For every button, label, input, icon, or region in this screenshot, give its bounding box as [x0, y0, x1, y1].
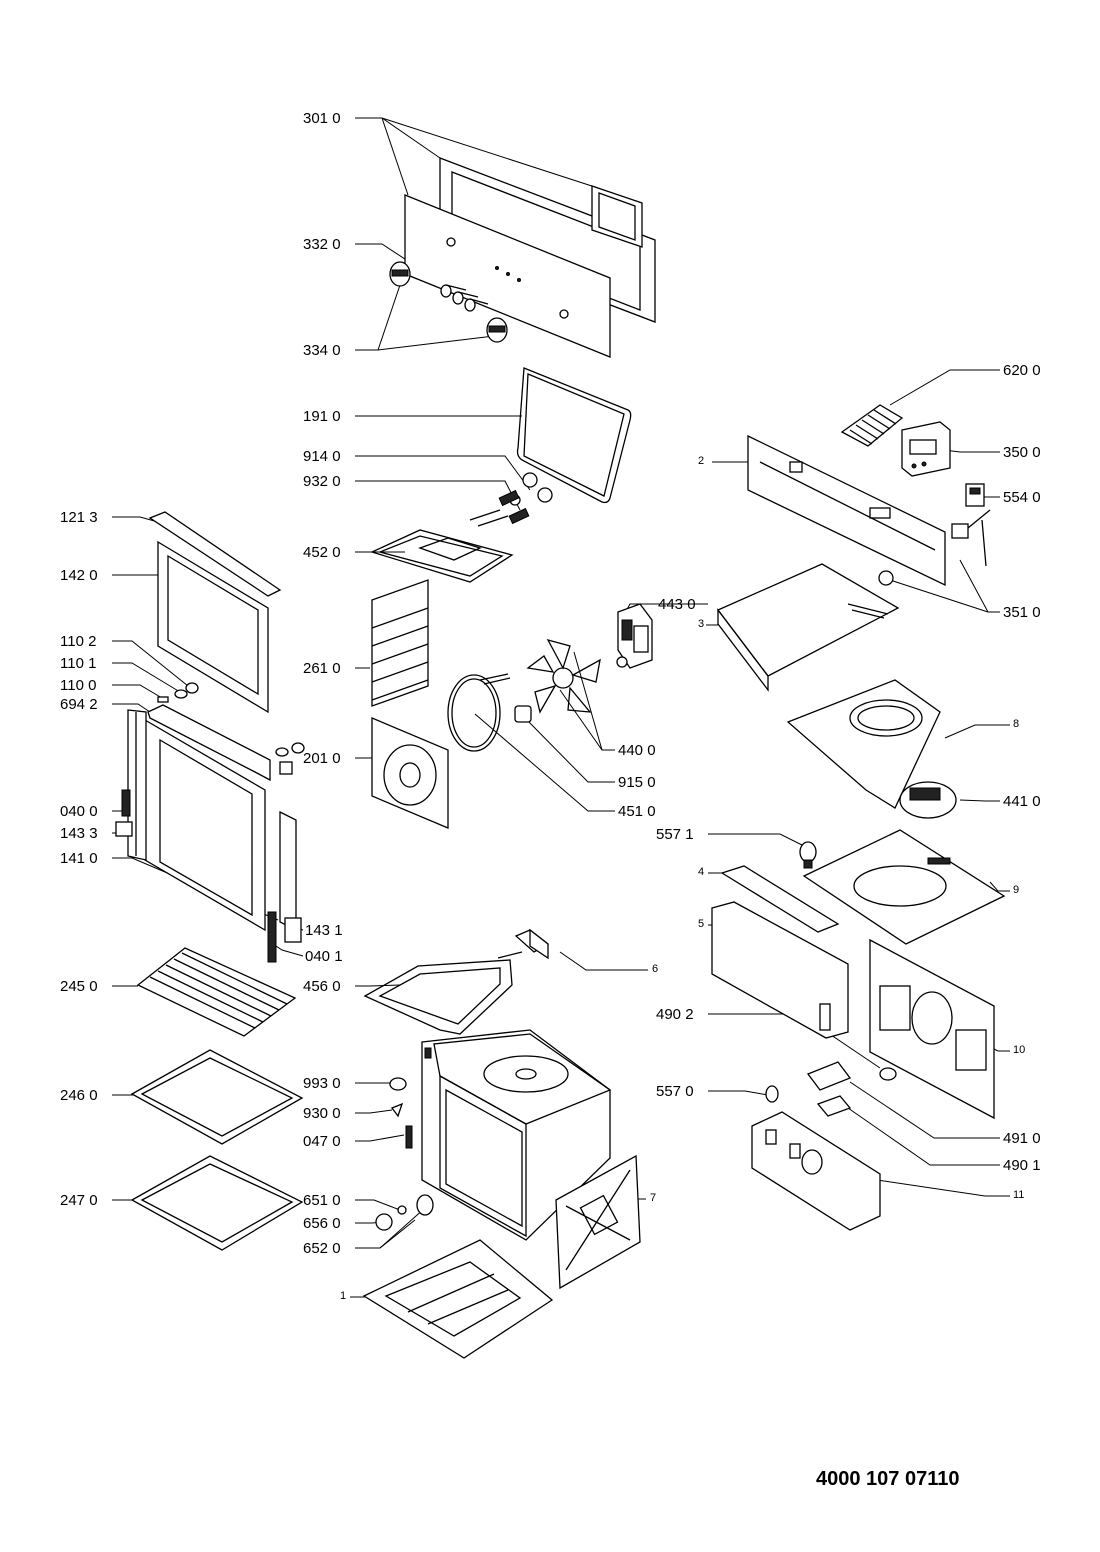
label-1: 1 — [340, 1290, 347, 1302]
label-620-0: 620 0 — [1003, 362, 1041, 379]
label-201-0: 201 0 — [303, 750, 341, 767]
part-452-0-grill-element — [370, 509, 514, 583]
part-191-0-gasket — [516, 367, 632, 504]
part-351-0-thermostat — [878, 509, 991, 586]
part-6-bracket — [514, 928, 550, 960]
label-5: 5 — [698, 918, 705, 930]
part-554-0-selector-switch — [965, 483, 985, 507]
label-694-2: 694 2 — [60, 696, 98, 713]
label-452-0: 452 0 — [303, 544, 341, 561]
label-9: 9 — [1013, 884, 1020, 896]
label-245-0: 245 0 — [60, 978, 98, 995]
label-8: 8 — [1013, 718, 1020, 730]
part-8-fan-housing — [786, 679, 941, 809]
part-2-control-bracket — [747, 434, 946, 587]
part-201-0-back-panel — [371, 717, 449, 829]
label-334-0: 334 0 — [303, 342, 341, 359]
part-440-0-fan-blade — [526, 638, 601, 714]
part-441-0-motor — [899, 781, 957, 819]
label-656-0: 656 0 — [303, 1215, 341, 1232]
label-143-1: 143 1 — [305, 922, 343, 939]
label-351-0: 351 0 — [1003, 604, 1041, 621]
label-451-0: 451 0 — [618, 803, 656, 820]
label-930-0: 930 0 — [303, 1105, 341, 1122]
label-490-2: 490 2 — [656, 1006, 694, 1023]
label-490-1: 490 1 — [1003, 1157, 1041, 1174]
label-651-0: 651 0 — [303, 1192, 341, 1209]
part-9-top-plate — [802, 829, 1006, 945]
label-915-0: 915 0 — [618, 774, 656, 791]
part-350-0-timer — [901, 421, 951, 477]
label-11: 11 — [1013, 1189, 1025, 1201]
part-915-0-nut — [514, 705, 532, 723]
label-3: 3 — [698, 618, 705, 630]
part-1-bottom-plate — [362, 1239, 554, 1359]
part-557-0-thermal-cutout — [765, 1085, 779, 1103]
part-3-cover — [716, 563, 900, 692]
label-261-0: 261 0 — [303, 660, 341, 677]
part-451-0-circular-element — [447, 673, 511, 752]
label-143-3: 143 3 — [60, 825, 98, 842]
label-142-0: 142 0 — [60, 567, 98, 584]
label-993-0: 993 0 — [303, 1075, 341, 1092]
part-4-strip — [720, 865, 840, 933]
part-261-0-side-runners — [371, 579, 429, 707]
oven-cavity — [421, 1029, 612, 1241]
part-456-0-lower-element — [363, 951, 523, 1035]
label-2: 2 — [698, 455, 705, 467]
document-number: 4000 107 07110 — [816, 1468, 960, 1490]
part-620-0-terminal-block — [840, 404, 904, 447]
label-440-0: 440 0 — [618, 742, 656, 759]
label-110-2: 110 2 — [60, 633, 97, 650]
label-491-0: 491 0 — [1003, 1130, 1041, 1147]
part-557-1-thermal-cutout — [799, 841, 817, 869]
part-914-932-bushings — [498, 472, 553, 525]
label-121-3: 121 3 — [60, 509, 98, 526]
label-247-0: 247 0 — [60, 1192, 98, 1209]
label-557-0: 557 0 — [656, 1083, 694, 1100]
part-121-3-door-trim — [148, 511, 282, 597]
label-441-0: 441 0 — [1003, 793, 1041, 810]
label-652-0: 652 0 — [303, 1240, 341, 1257]
label-4: 4 — [698, 866, 705, 878]
part-334-0-knobs — [389, 261, 508, 343]
part-11-lower-panel — [751, 1111, 881, 1231]
label-443-0: 443 0 — [658, 596, 696, 613]
part-142-0-outer-glass — [157, 540, 269, 714]
label-10: 10 — [1013, 1044, 1026, 1056]
part-246-0-tray — [130, 1049, 304, 1145]
part-7-back-frame — [555, 1154, 641, 1290]
part-332-0-control-fascia — [404, 194, 611, 358]
label-932-0: 932 0 — [303, 473, 341, 490]
part-245-0-wire-shelf — [136, 947, 297, 1037]
label-301-0: 301 0 — [303, 110, 341, 127]
label-332-0: 332 0 — [303, 236, 341, 253]
label-141-0: 141 0 — [60, 850, 98, 867]
label-554-0: 554 0 — [1003, 489, 1041, 506]
small-parts-cluster — [375, 1077, 434, 1231]
part-10-back-panel — [869, 938, 995, 1120]
label-6: 6 — [652, 963, 659, 975]
label-191-0: 191 0 — [303, 408, 341, 425]
part-141-0-inner-door — [127, 704, 297, 932]
label-7: 7 — [650, 1192, 657, 1204]
label-246-0: 246 0 — [60, 1087, 98, 1104]
label-350-0: 350 0 — [1003, 444, 1041, 461]
label-110-1: 110 1 — [60, 655, 97, 672]
part-5-bracket — [711, 901, 849, 1039]
part-247-0-tray — [130, 1155, 304, 1251]
label-914-0: 914 0 — [303, 448, 341, 465]
label-110-0: 110 0 — [60, 677, 97, 694]
label-456-0: 456 0 — [303, 978, 341, 995]
part-040-143-hinges — [115, 761, 302, 963]
label-047-0: 047 0 — [303, 1133, 341, 1150]
label-040-0: 040 0 — [60, 803, 98, 820]
label-557-1: 557 1 — [656, 826, 694, 843]
part-110-clips — [157, 682, 305, 757]
part-443-0-fan-motor — [616, 603, 653, 669]
part-491-490-switches — [806, 1061, 852, 1117]
label-040-1: 040 1 — [305, 948, 343, 965]
